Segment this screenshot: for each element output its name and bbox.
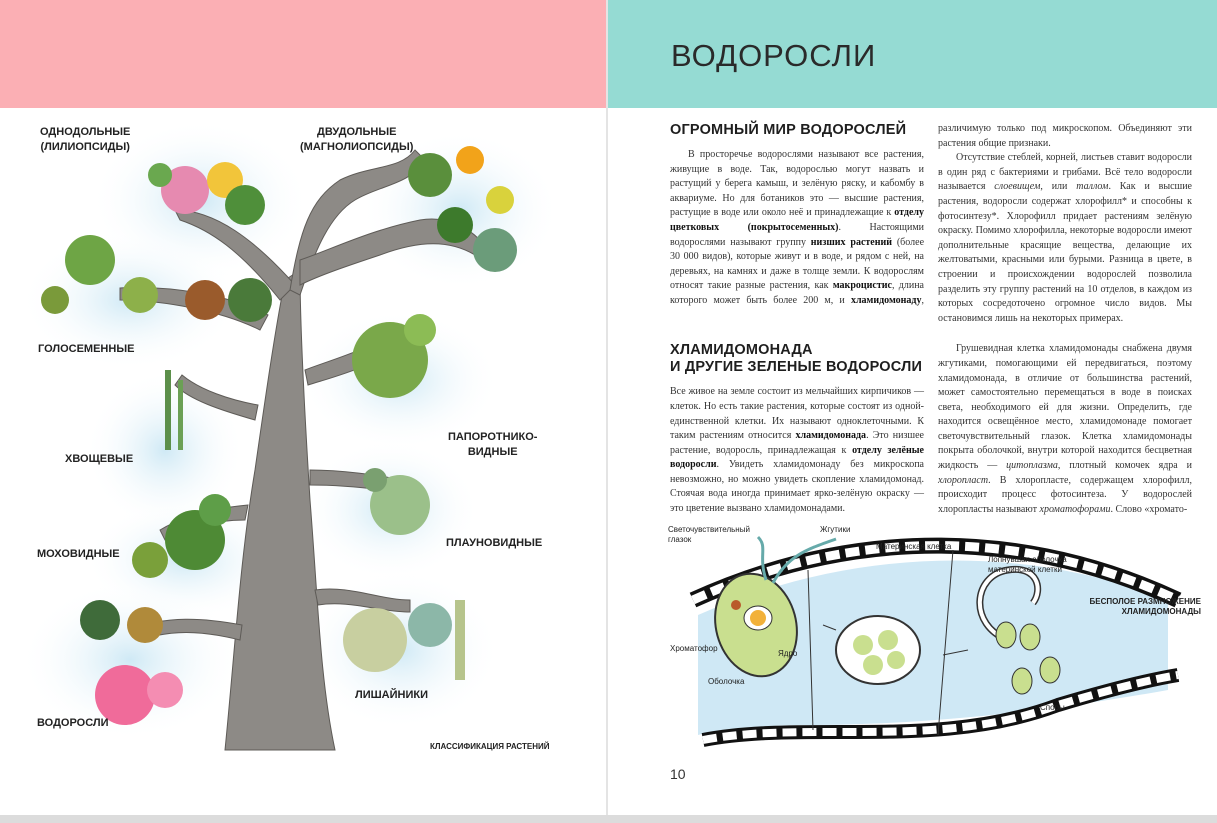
label-mosses: МОХОВИДНЫЕ — [37, 548, 120, 560]
paragraph: В просторечье водорослями называют все р… — [670, 122, 1192, 326]
label-eyespot: Светочувствительный глазок — [668, 525, 750, 545]
mother-cell — [835, 615, 921, 686]
label-burst-shell: Лопнувшая оболочка материнской клетки — [988, 555, 1067, 575]
text-run: . Это низшее растение, водоросль, принад… — [670, 430, 924, 456]
label-mother-cell: Материнская клетка — [876, 542, 952, 552]
italic-term: хроматофорами — [1039, 503, 1111, 515]
paragraph: Грушевидная клетка хламидомонады снабжен… — [938, 342, 1192, 517]
text-run: , различимую только под микроскопом. Объ… — [921, 123, 1193, 306]
lycopod-plants — [363, 468, 430, 535]
text-run: , длина которого может быть более 200 м,… — [670, 280, 924, 306]
page-title: ВОДОРОСЛИ — [671, 38, 877, 73]
italic-term: цитоплазма — [1006, 460, 1058, 472]
bold-term: хламидомонада — [795, 430, 867, 442]
right-page-content: ОГРОМНЫЙ МИР ВОДОРОСЛЕЙ В просторечье во… — [668, 122, 1201, 748]
label-ferns: ПАПОРОТНИКО- ВИДНЫЕ — [448, 431, 538, 458]
spores — [995, 621, 1061, 695]
page-gutter — [606, 0, 608, 815]
monocots-plants — [148, 162, 265, 225]
italic-term: таллом — [1076, 181, 1109, 193]
label-spores: Споры — [1040, 703, 1065, 713]
label-gymnosperms: ГОЛОСЕМЕННЫЕ — [38, 343, 135, 355]
text-run: Грушевидная клетка хламидомонады снабжен… — [938, 343, 1192, 472]
section-heading-chlamydomonas: ХЛАМИДОМОНАДА И ДРУГИЕ ЗЕЛЕНЫЕ ВОДОРОСЛИ — [670, 342, 923, 376]
text-run: . Слово «хромато- — [1110, 503, 1188, 515]
italic-term: хлоропласт — [938, 474, 989, 486]
text-run: Отсутствие стеблей, корней, листьев став… — [938, 152, 1192, 193]
bold-term: макроцистис — [832, 280, 892, 292]
text-run: , или — [1040, 181, 1077, 193]
page-bottom-edge — [0, 815, 1217, 823]
section-heading-algae-world: ОГРОМНЫЙ МИР ВОДОРОСЛЕЙ — [670, 122, 907, 138]
section-algae-world: ОГРОМНЫЙ МИР ВОДОРОСЛЕЙ В просторечье во… — [670, 122, 1192, 326]
moss-plants — [132, 494, 231, 578]
bold-term: низших растений — [810, 236, 893, 248]
plant-classification-tree-illustration — [20, 120, 560, 751]
label-dicots: ДВУДОЛЬНЫЕ (МАГНОЛИОПСИДЫ) — [300, 126, 414, 153]
label-flagella: Жгутики — [820, 525, 851, 535]
diagram-title: БЕСПОЛОЕ РАЗМНОЖЕНИЕ ХЛАМИДОМОНАДЫ — [1089, 597, 1201, 617]
section-chlamydomonas: ХЛАМИДОМОНАДА И ДРУГИЕ ЗЕЛЕНЫЕ ВОДОРОСЛИ… — [670, 342, 1192, 517]
chlamydomonas-reproduction-diagram — [689, 536, 1182, 748]
italic-term: слоевищем — [994, 181, 1041, 193]
label-nucleus: Ядро — [778, 649, 798, 659]
paragraph: Все живое на земле состоит из мельчайших… — [670, 385, 924, 516]
left-page: ОДНОДОЛЬНЫЕ (ЛИЛИОПСИДЫ) ДВУДОЛЬНЫЕ (МАГ… — [0, 0, 607, 815]
bold-term: отделу цветковых (покрытосеменных) — [670, 207, 924, 233]
label-algae: ВОДОРОСЛИ — [37, 717, 109, 729]
text-run: . В хлоропласте, содержащем хлорофилл, п… — [938, 474, 1192, 515]
text-run: В просторечье водорослями называют все р… — [670, 149, 924, 219]
fern-plants — [352, 314, 436, 398]
label-horsetails: ХВОЩЕВЫЕ — [65, 453, 134, 465]
label-chromatophore: Хроматофор — [670, 644, 718, 654]
text-run: (более 30 000 видов), которые живут и в … — [670, 236, 925, 292]
right-page: ВОДОРОСЛИ ОГРОМНЫЙ МИР ВОДОРОСЛЕЙ В прос… — [608, 0, 1217, 815]
algae-plants — [80, 600, 183, 725]
text-run: Все живое на земле состоит из мельчайших… — [670, 386, 924, 442]
label-lichens: ЛИШАЙНИКИ — [355, 689, 428, 701]
paragraph: Отсутствие стеблей, корней, листьев став… — [938, 151, 1192, 326]
label-lycopods: ПЛАУНОВИДНЫЕ — [446, 537, 543, 549]
left-page-header-band — [0, 0, 607, 108]
illustration-caption: КЛАССИФИКАЦИЯ РАСТЕНИЙ — [430, 742, 550, 751]
text-run: . Как и высшие растения, водоросли содер… — [938, 181, 1192, 324]
text-run: . Увидеть хламидомонаду без микроскопа н… — [670, 459, 924, 515]
lichen-plants — [343, 600, 465, 680]
text-run: , плотный комочек ядра и — [1057, 460, 1192, 472]
page-number: 10 — [670, 766, 686, 782]
label-shell: Оболочка — [708, 677, 745, 687]
dicots-plants — [408, 146, 517, 272]
chlamydomonas-reproduction-figure: Светочувствительный глазок Жгутики Матер… — [608, 525, 1217, 748]
horsetail-plants — [165, 370, 183, 450]
text-run: . Настоящими водорослями называют группу — [670, 221, 924, 248]
label-monocots: ОДНОДОЛЬНЫЕ (ЛИЛИОПСИДЫ) — [40, 126, 131, 153]
bold-term: хламидомонаду — [850, 294, 922, 306]
water-band — [698, 560, 1168, 736]
gymnosperm-plants — [41, 235, 272, 322]
bold-term: отделу зелёные водоросли — [670, 444, 924, 471]
right-page-header-band: ВОДОРОСЛИ — [608, 0, 1217, 108]
